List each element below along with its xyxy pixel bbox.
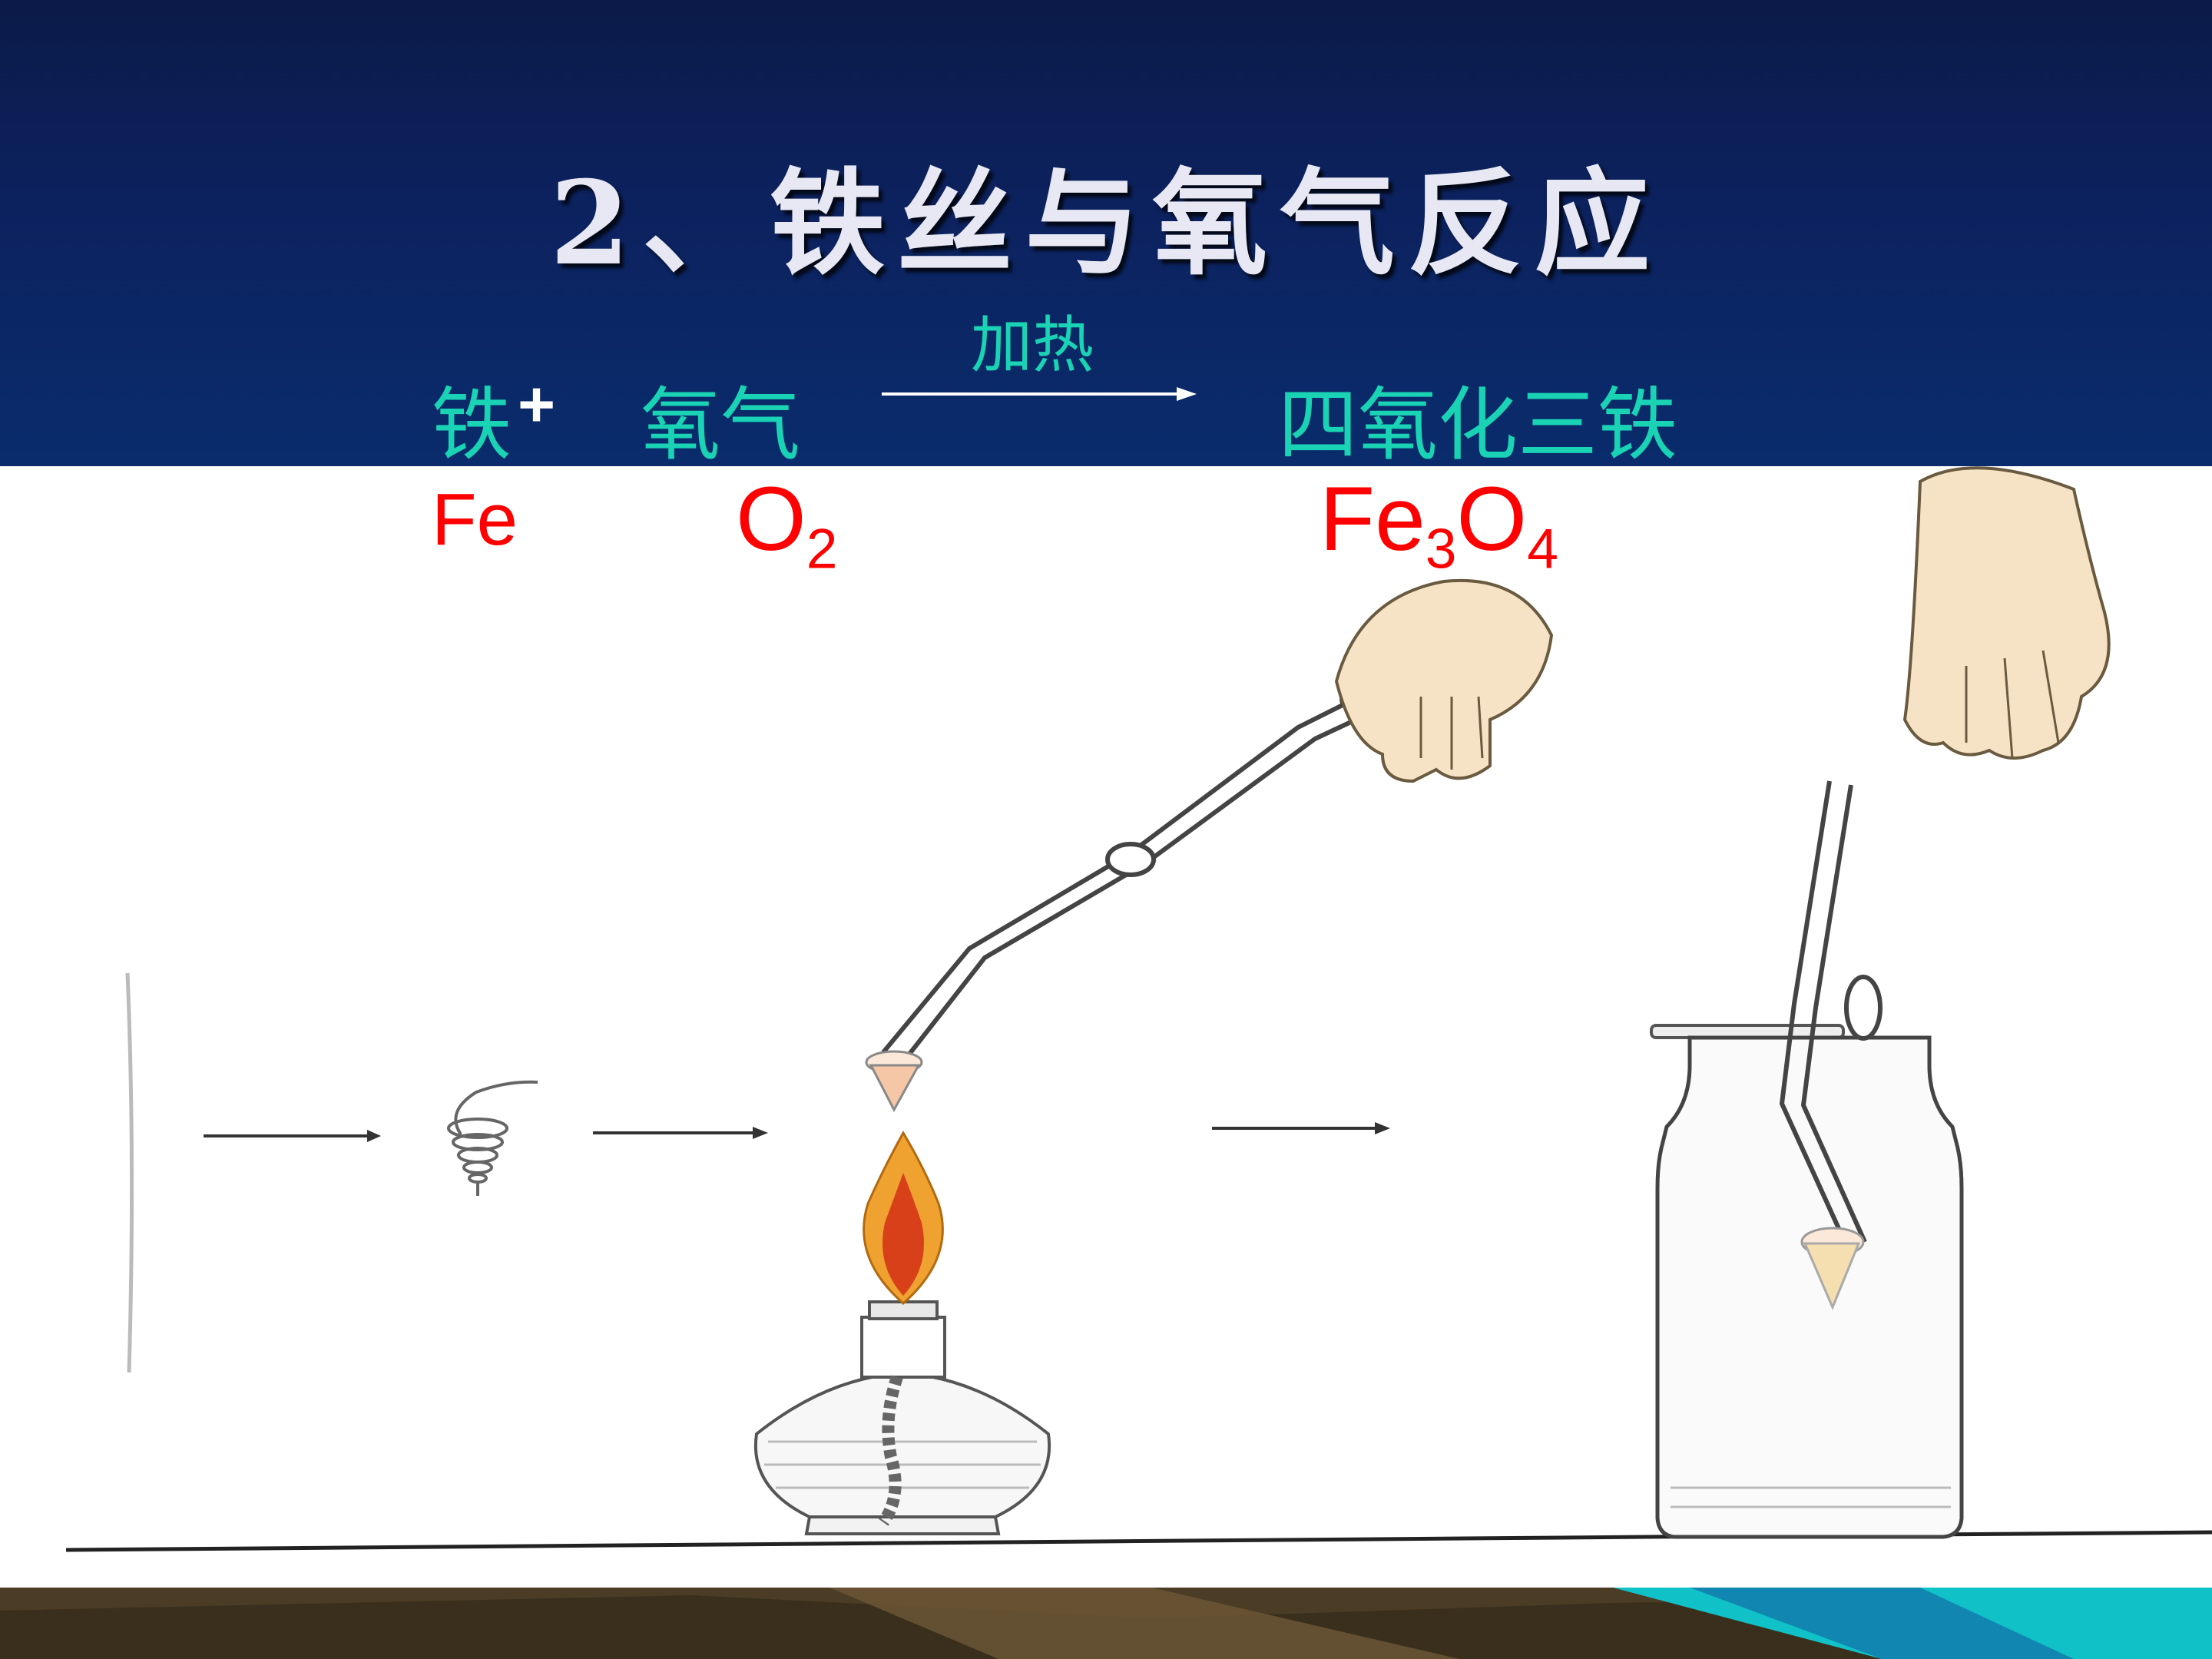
reactant-iron-label: 铁 [432, 378, 512, 472]
tongs-heating [881, 683, 1393, 1061]
reaction-arrow [882, 387, 1197, 401]
oxygen-formula: O2 [736, 469, 838, 581]
footer-band [0, 1588, 2212, 1659]
header-band [0, 0, 2212, 466]
hand-in-jar [1902, 466, 2111, 760]
coiled-wire [447, 1080, 538, 1196]
iron-formula: Fe [432, 478, 518, 561]
slide-title: 2、铁丝与氧气反应 [549, 156, 1663, 291]
oxygen-jar [1650, 1024, 1964, 1539]
tongs-in-jar [1780, 780, 1883, 1243]
alcohol-lamp [753, 1130, 1051, 1535]
step-arrow-1 [204, 1130, 381, 1142]
product-label: 四氧化三铁 [1278, 378, 1678, 472]
burning-coil-in-jar [1800, 1227, 1865, 1310]
step-arrow-2 [593, 1127, 768, 1139]
reaction-condition-label: 加热 [971, 310, 1094, 381]
experiment-illustration [65, 466, 2212, 1552]
straight-wire [125, 972, 134, 1373]
hand-heating [1334, 578, 1554, 783]
step-arrow-3 [1212, 1122, 1390, 1134]
reactant-oxygen-label: 氧气 [641, 378, 801, 472]
coil-on-tongs-heating [865, 1050, 923, 1113]
iron-oxide-formula: Fe3O4 [1320, 469, 1558, 581]
plus-sign: + [518, 368, 556, 440]
